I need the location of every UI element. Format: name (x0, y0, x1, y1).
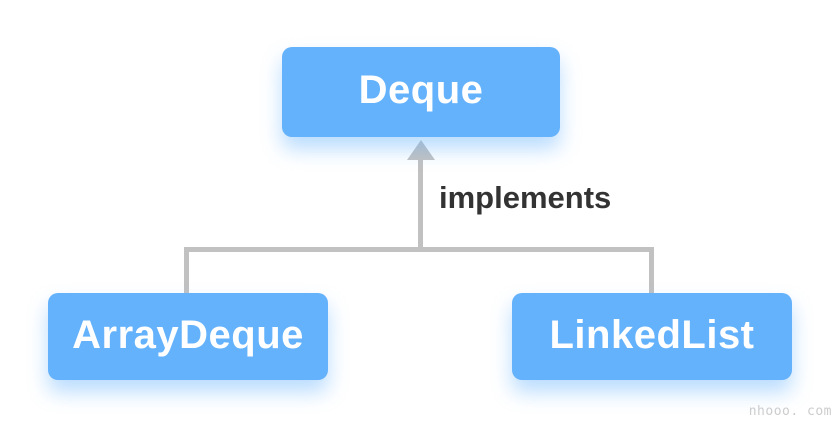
node-linkedlist: LinkedList (512, 293, 792, 380)
node-arraydeque-label: ArrayDeque (72, 312, 304, 357)
node-linkedlist-label: LinkedList (549, 312, 755, 357)
node-deque-label: Deque (358, 68, 484, 112)
implements-arrow-stem (418, 157, 423, 252)
relation-label: implements (439, 180, 612, 215)
watermark: nhooo. com (748, 404, 832, 419)
connector-left-vertical-line (184, 247, 189, 295)
connector-right-vertical-line (649, 247, 654, 295)
node-deque: Deque (282, 47, 560, 137)
arrow-up-icon (407, 140, 435, 160)
node-arraydeque: ArrayDeque (48, 293, 328, 380)
